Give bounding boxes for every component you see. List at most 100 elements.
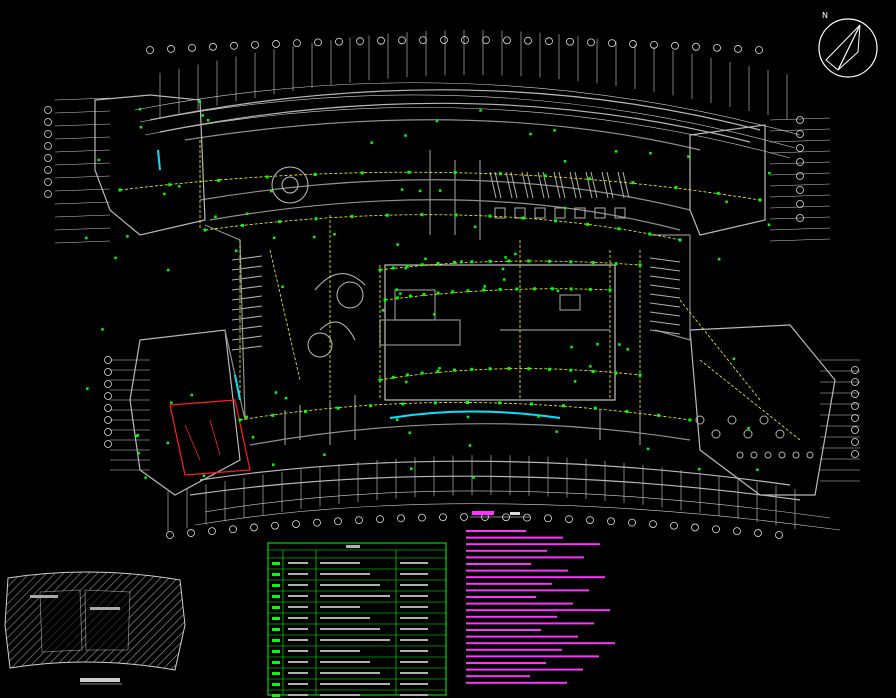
grid-bubble bbox=[166, 531, 174, 539]
note-line bbox=[466, 655, 599, 658]
light-fixture bbox=[479, 109, 482, 112]
legend-code bbox=[288, 562, 308, 564]
light-fixture bbox=[527, 259, 531, 263]
grid-bubble bbox=[44, 106, 52, 114]
grid-bubble bbox=[691, 523, 699, 532]
seat-row bbox=[649, 320, 681, 326]
light-fixture bbox=[617, 227, 621, 231]
key-plan bbox=[4, 571, 186, 685]
seat-row bbox=[601, 171, 609, 199]
light-fixture bbox=[732, 357, 736, 361]
grid-bubble bbox=[104, 416, 112, 424]
light-fixture bbox=[674, 186, 678, 190]
light-fixture bbox=[424, 257, 427, 261]
dimension-tick bbox=[769, 194, 831, 198]
light-fixture bbox=[527, 367, 531, 371]
light-fixture bbox=[470, 367, 474, 371]
grid-bubble bbox=[712, 525, 720, 534]
grid-bubble bbox=[524, 36, 532, 45]
grid-bubble bbox=[586, 516, 594, 525]
grid-bubble bbox=[104, 428, 112, 436]
light-fixture bbox=[420, 263, 424, 267]
legend-symbol bbox=[272, 661, 280, 664]
grid-bubble bbox=[104, 404, 112, 412]
light-fixture bbox=[556, 289, 560, 293]
light-fixture bbox=[198, 100, 201, 103]
grid-bubble bbox=[503, 36, 511, 45]
light-fixture bbox=[408, 431, 412, 434]
legend-description bbox=[320, 584, 380, 586]
light-fixture bbox=[758, 198, 762, 202]
legend-remark bbox=[400, 562, 428, 564]
seat-row bbox=[590, 171, 598, 199]
legend-symbol bbox=[272, 628, 280, 631]
north-label: N bbox=[822, 11, 828, 20]
light-fixture bbox=[453, 171, 457, 174]
light-fixture bbox=[201, 114, 204, 117]
round-table bbox=[711, 429, 721, 439]
grid-bubble bbox=[104, 380, 112, 388]
dimension-tick bbox=[769, 205, 831, 209]
study-table bbox=[594, 207, 606, 219]
grid-bubble bbox=[376, 515, 384, 523]
note-line bbox=[466, 615, 557, 618]
light-fixture bbox=[591, 369, 595, 373]
note-line bbox=[466, 530, 526, 532]
light-fixture bbox=[245, 415, 248, 419]
light-fixture bbox=[378, 268, 382, 272]
light-fixture bbox=[569, 368, 573, 372]
legend-remark bbox=[400, 672, 428, 674]
light-fixture bbox=[573, 380, 577, 383]
legend-remark bbox=[400, 694, 428, 696]
grid-bubble bbox=[851, 402, 859, 410]
grid-bubble bbox=[314, 38, 322, 47]
light-fixture bbox=[138, 107, 142, 111]
light-fixture bbox=[433, 401, 437, 405]
light-fixture bbox=[460, 260, 463, 263]
legend-symbol bbox=[272, 694, 280, 697]
light-fixture bbox=[614, 262, 618, 266]
grid-bubble bbox=[587, 38, 595, 47]
light-fixtures bbox=[85, 100, 771, 479]
grid-bubble bbox=[649, 520, 657, 529]
light-fixture bbox=[314, 217, 318, 221]
light-fixture bbox=[649, 151, 652, 155]
study-table bbox=[614, 207, 626, 219]
note-line bbox=[466, 596, 536, 598]
legend-description bbox=[320, 617, 370, 619]
grid-bubble bbox=[565, 515, 573, 523]
light-fixture bbox=[530, 402, 534, 406]
legend-symbol bbox=[272, 639, 280, 642]
legend-table bbox=[267, 542, 447, 697]
light-fixture bbox=[97, 158, 101, 162]
legend-description bbox=[320, 694, 360, 696]
seat-row bbox=[537, 171, 545, 199]
legend-remark bbox=[400, 650, 428, 652]
light-fixture bbox=[589, 365, 592, 368]
grid-bubble bbox=[104, 356, 112, 364]
dimension-tick bbox=[769, 117, 831, 121]
light-fixture bbox=[515, 287, 519, 291]
light-fixture bbox=[420, 371, 424, 375]
light-fixture bbox=[488, 367, 492, 371]
dimension-tick bbox=[54, 97, 111, 101]
light-fixture bbox=[756, 468, 759, 472]
light-fixture bbox=[251, 435, 255, 439]
legend-symbol bbox=[272, 650, 280, 653]
seat-row bbox=[510, 171, 518, 199]
seat-row bbox=[231, 285, 263, 291]
seat-row bbox=[231, 345, 263, 351]
round-table bbox=[775, 429, 785, 439]
round-table bbox=[743, 429, 753, 439]
grid-bubble bbox=[439, 513, 447, 522]
dimension-tick bbox=[54, 110, 111, 114]
light-fixture bbox=[333, 233, 336, 236]
light-fixture bbox=[585, 222, 589, 226]
study-table bbox=[554, 207, 566, 219]
dimension-lines bbox=[54, 30, 860, 532]
seat-row bbox=[521, 171, 529, 199]
light-fixture bbox=[395, 418, 399, 422]
note-line bbox=[466, 563, 531, 565]
grid-bubble bbox=[650, 40, 658, 49]
light-fixture bbox=[395, 288, 399, 291]
